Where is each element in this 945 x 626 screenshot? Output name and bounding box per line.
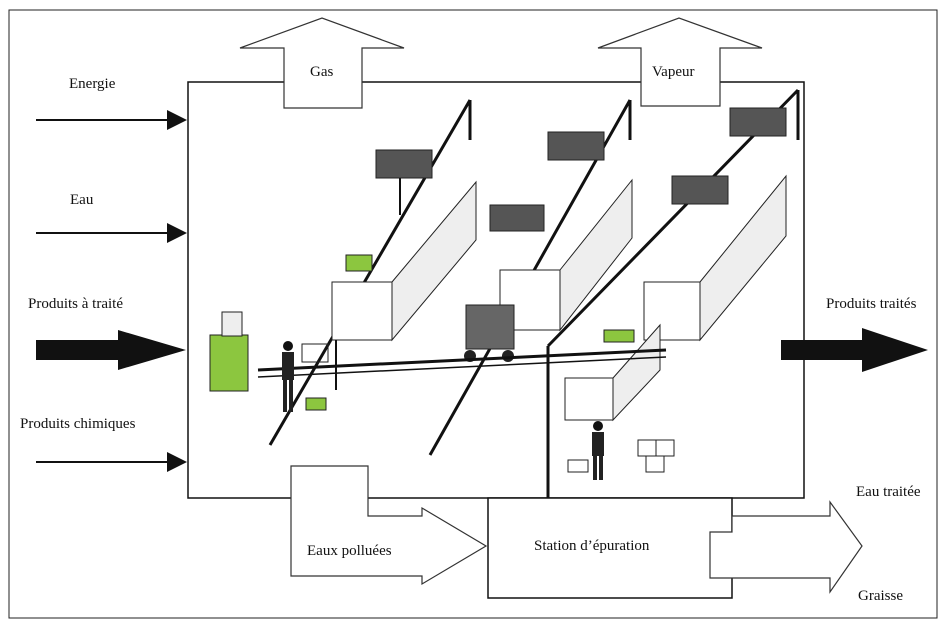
- produits-chimiques-label: Produits chimiques: [20, 416, 136, 432]
- station-epuration-label: Station d’épuration: [534, 538, 650, 554]
- produits-a-traiter-arrow: [36, 330, 186, 370]
- graisse-label: Graisse: [858, 588, 903, 604]
- basket-icon: [567, 459, 589, 473]
- gas-label: Gas: [310, 64, 334, 80]
- production-line-3: [546, 88, 800, 422]
- vapeur-arrow: [597, 17, 763, 107]
- produits-traites-arrow: [781, 328, 928, 372]
- basket-icon: [305, 397, 327, 411]
- worker-icon: [282, 341, 294, 412]
- station-epuration-box: [487, 497, 733, 599]
- conveyor-rail: [257, 348, 667, 372]
- eaux-polluees-arrow: [290, 465, 488, 586]
- produits-traites-label: Produits traités: [826, 296, 917, 312]
- energie-label: Energie: [69, 76, 116, 92]
- hoist-icon: [301, 340, 337, 390]
- eau-label: Eau: [70, 192, 94, 208]
- eau-traitee-label: Eau traitée: [856, 484, 921, 500]
- worker-icon: [592, 421, 604, 480]
- produits-a-traiter-label: Produits à traité: [28, 296, 123, 312]
- cart-icon: [465, 304, 515, 350]
- eaux-polluees-label: Eaux polluées: [307, 543, 392, 559]
- production-line-1: [268, 99, 477, 446]
- gas-arrow: [239, 17, 405, 109]
- eau-traitee-arrow: [709, 500, 863, 594]
- vapeur-label: Vapeur: [652, 64, 695, 80]
- control-console-icon: [209, 311, 249, 392]
- box-stack-icon: [637, 439, 675, 473]
- production-line-2: [428, 99, 633, 456]
- outer-frame: [8, 9, 938, 619]
